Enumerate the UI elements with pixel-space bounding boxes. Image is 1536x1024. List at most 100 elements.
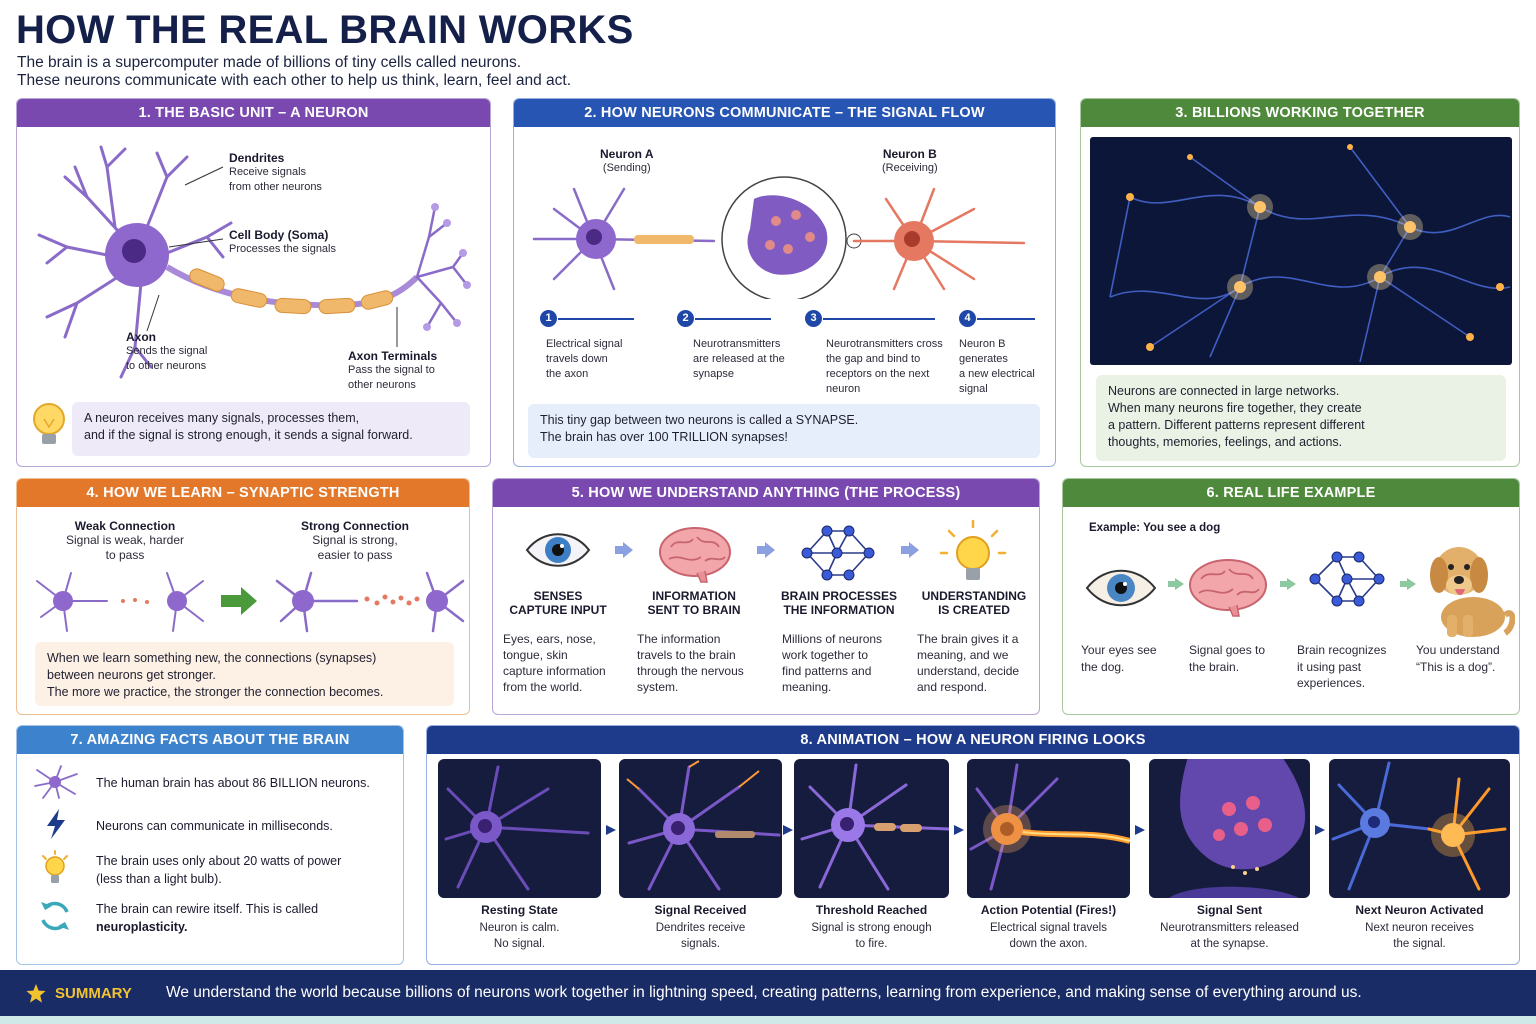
nucleus-icon — [122, 239, 146, 263]
step-number: 2 — [677, 310, 694, 327]
frame-threshold-reached — [794, 759, 949, 898]
lightbulb-icon — [42, 850, 68, 883]
neuron-resting-icon — [444, 765, 590, 891]
fact-text: The human brain has about 86 BILLION neu… — [96, 776, 370, 790]
arrow-right-icon — [221, 587, 257, 615]
neuron-firing-icon — [969, 763, 1130, 891]
neuron-anatomy-illustration — [37, 145, 471, 379]
panel-title: 7. AMAZING FACTS ABOUT THE BRAIN — [17, 726, 403, 754]
panel-billions-together: 3. BILLIONS WORKING TOGETHER Neurons are… — [1080, 98, 1520, 467]
neuron-activated-icon — [1331, 761, 1507, 891]
arrow-right-icon — [1168, 578, 1184, 590]
summary-bar: SUMMARY We understand the world because … — [0, 970, 1536, 1016]
brain-icon — [659, 527, 731, 583]
lightbulb-icon — [33, 403, 65, 444]
frame-resting-state — [438, 759, 601, 898]
panel-title: 1. THE BASIC UNIT – A NEURON — [17, 99, 490, 127]
network-note: Neurons are connected in large networks.… — [1096, 375, 1506, 461]
fact-text: Neurons can communicate in milliseconds. — [96, 819, 333, 833]
eye-icon — [1085, 569, 1157, 607]
synapse-illustration — [532, 176, 1026, 299]
dendrites-icon — [37, 145, 233, 379]
step-arrow — [695, 318, 771, 320]
label-pointer-lines — [146, 166, 398, 347]
myelin-sheath-icon — [189, 268, 394, 315]
synapse-note: This tiny gap between two neurons is cal… — [528, 404, 1040, 458]
label-dendrites: Dendrites Receive signals from other neu… — [229, 151, 322, 193]
arrow-right-icon — [1280, 578, 1296, 590]
frame-next-neuron-activated — [1329, 759, 1510, 898]
panel-title: 5. HOW WE UNDERSTAND ANYTHING (THE PROCE… — [493, 479, 1039, 507]
frame-title: Threshold Reached — [815, 903, 928, 917]
arrow-right-icon — [1315, 825, 1325, 835]
panel-amazing-facts: 7. AMAZING FACTS ABOUT THE BRAIN The hum… — [16, 725, 404, 965]
fact-text: The brain uses only about 20 watts of po… — [96, 854, 342, 886]
arrow-right-icon — [783, 825, 793, 835]
panel-basic-unit-neuron: 1. THE BASIC UNIT – A NEURON — [16, 98, 491, 467]
step-number: 3 — [805, 310, 822, 327]
learning-note: When we learn something new, the connect… — [35, 642, 454, 706]
strong-connection-label: Strong Connection Signal is strong, easi… — [301, 519, 409, 562]
example-step-description: You understand“This is a dog”. — [1416, 643, 1500, 674]
arrow-right-icon — [615, 542, 633, 558]
label-neuron-b: Neuron B (Receiving) — [882, 147, 938, 174]
arrow-right-icon — [606, 825, 616, 835]
neural-network-illustration — [1090, 137, 1512, 365]
arrow-right-icon — [954, 825, 964, 835]
synaptic-strength-illustration — [36, 571, 465, 633]
step-number: 4 — [959, 310, 976, 327]
panel-real-life-example: 6. REAL LIFE EXAMPLE Example: You see a … — [1062, 478, 1520, 715]
star-icon — [26, 984, 46, 1003]
subtitle-line: The brain is a supercomputer made of bil… — [17, 54, 522, 71]
neuron-threshold-icon — [800, 763, 949, 891]
neuron-b-icon — [852, 187, 1026, 291]
eye-icon — [525, 533, 591, 567]
neuron-signal-received-icon — [626, 760, 781, 891]
label-axon: Axon Sends the signal to other neurons — [126, 330, 208, 372]
label-neuron-a: Neuron A (Sending) — [600, 147, 654, 174]
step-arrow — [558, 318, 634, 320]
arrow-right-icon — [757, 542, 775, 558]
frame-title: Next Neuron Activated — [1355, 903, 1484, 917]
lightbulb-icon — [939, 519, 1007, 580]
panel-title: 4. HOW WE LEARN – SYNAPTIC STRENGTH — [17, 479, 469, 507]
neural-connections-icon — [1109, 146, 1511, 363]
summary-text: We understand the world because billions… — [166, 984, 1362, 1001]
subtitle-line: These neurons communicate with each othe… — [17, 72, 572, 89]
synapse-release-icon — [1169, 759, 1306, 898]
step-arrow — [823, 318, 935, 320]
bottom-strip — [0, 1016, 1536, 1024]
frame-title: Signal Sent — [1196, 903, 1263, 917]
label-cell-body: Cell Body (Soma) Processes the signals — [229, 228, 336, 255]
panel-title: 3. BILLIONS WORKING TOGETHER — [1081, 99, 1519, 127]
neuron-icon — [34, 765, 78, 799]
frame-description: Neuron is calm.No signal. — [479, 922, 560, 950]
panel-neuron-firing-animation: 8. ANIMATION – HOW A NEURON FIRING LOOKS — [426, 725, 1520, 965]
page-subtitle: The brain is a supercomputer made of bil… — [17, 54, 571, 90]
arrow-right-icon — [1135, 825, 1145, 835]
panel-understanding-process: 5. HOW WE UNDERSTAND ANYTHING (THE PROCE… — [492, 478, 1040, 715]
frame-title: Resting State — [481, 903, 558, 917]
neuron-note: A neuron receives many signals, processe… — [72, 402, 470, 456]
summary-label: SUMMARY — [55, 985, 132, 1002]
page-title: HOW THE REAL BRAIN WORKS — [16, 8, 634, 52]
terminal-bulbs-icon — [423, 203, 471, 331]
step-number: 1 — [540, 310, 557, 327]
